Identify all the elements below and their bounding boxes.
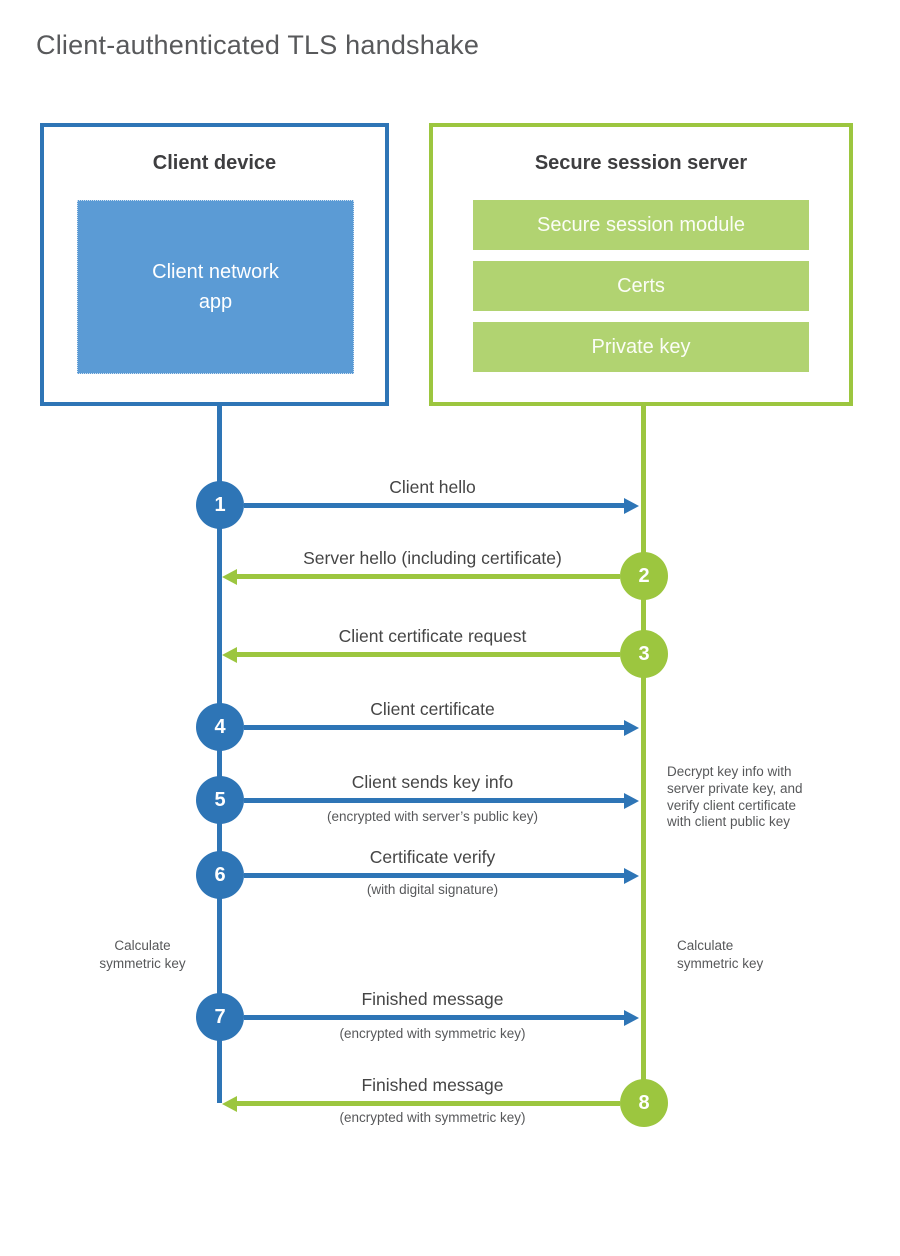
step-circle: 3 — [620, 630, 668, 678]
step-circle: 1 — [196, 481, 244, 529]
server-lifeline — [641, 404, 646, 1103]
step-sublabel: (encrypted with server’s public key) — [326, 809, 539, 824]
arrow-right-icon — [244, 1009, 639, 1026]
arrow-right-icon — [244, 792, 639, 809]
step-sublabel: (encrypted with symmetric key) — [339, 1026, 526, 1041]
step-sublabel: (encrypted with symmetric key) — [339, 1110, 526, 1125]
client-network-app-box: Client network app — [77, 200, 354, 374]
page-title: Client-authenticated TLS handshake — [36, 30, 480, 60]
step-label: Server hello (including certificate) — [303, 548, 562, 568]
annotation-decrypt-key-info: Decrypt key info with server private key… — [667, 764, 803, 830]
arrow-right-icon — [244, 719, 639, 736]
step-label: Client sends key info — [351, 772, 514, 792]
step-sublabel: (with digital signature) — [366, 882, 499, 897]
step-circle: 8 — [620, 1079, 668, 1127]
step-circle: 4 — [196, 703, 244, 751]
step-circle: 5 — [196, 776, 244, 824]
step-circle: 6 — [196, 851, 244, 899]
step-circle: 2 — [620, 552, 668, 600]
step-label: Certificate verify — [369, 847, 496, 867]
arrow-right-icon — [244, 867, 639, 884]
server-module-private-key: Private key — [473, 322, 809, 372]
annotation-calculate-symmetric-key-client: Calculate symmetric key — [99, 938, 186, 971]
step-label: Finished message — [361, 1075, 504, 1095]
step-label: Client certificate — [370, 699, 495, 719]
arrow-left-icon — [222, 1095, 620, 1112]
step-label: Client hello — [389, 477, 476, 497]
step-circle: 7 — [196, 993, 244, 1041]
server-heading: Secure session server — [534, 152, 748, 174]
client-lifeline — [217, 404, 222, 1103]
server-module-secure-session: Secure session module — [473, 200, 809, 250]
step-label: Client certificate request — [338, 626, 527, 646]
server-box: Secure session server Secure session mod… — [429, 123, 853, 406]
annotation-calculate-symmetric-key-server: Calculate symmetric key — [677, 938, 764, 971]
arrow-left-icon — [222, 646, 620, 663]
arrow-left-icon — [222, 568, 620, 585]
step-label: Finished message — [361, 989, 504, 1009]
client-device-heading: Client device — [152, 152, 277, 174]
client-device-box: Client device Client network app — [40, 123, 389, 406]
arrow-right-icon — [244, 497, 639, 514]
server-module-certs: Certs — [473, 261, 809, 311]
